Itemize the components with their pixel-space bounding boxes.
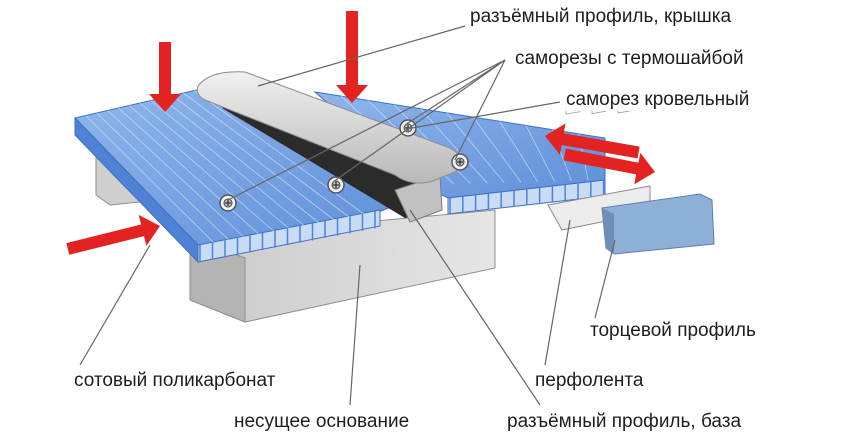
end-profile	[601, 193, 715, 255]
label-honeycomb-polycarbonate: сотовый поликарбонат	[72, 370, 278, 392]
rib-line	[107, 110, 244, 238]
polycarbonate-sheet-left	[74, 87, 410, 264]
leader-line	[349, 264, 361, 406]
leader-line	[404, 59, 506, 126]
leader-line	[454, 59, 506, 161]
leader-line	[227, 59, 506, 201]
rib-line	[161, 97, 320, 224]
leader-line	[332, 59, 506, 183]
rib-line	[183, 92, 350, 218]
force-arrow-icon	[336, 11, 368, 103]
label-base-profile: разъёмный профиль, база	[505, 411, 744, 433]
sheet-ribs-left	[85, 90, 376, 262]
leader-line	[257, 25, 466, 87]
split-profile-cap	[196, 71, 462, 184]
rib-line	[85, 115, 214, 243]
force-arrows	[66, 11, 655, 255]
leader-lines	[79, 25, 616, 406]
leader-line	[594, 239, 616, 319]
rib-line	[472, 116, 522, 183]
force-arrow-icon	[149, 42, 181, 112]
rib-line	[499, 121, 539, 183]
label-thermo-screws: саморезы с термошайбой	[513, 48, 746, 70]
leader-line	[411, 101, 561, 129]
rib-line	[128, 105, 275, 232]
leader-line	[544, 219, 571, 366]
label-roof-screw: саморез кровельный	[564, 89, 752, 111]
label-cap-profile: разъёмный профиль, крышка	[468, 6, 734, 28]
rib-line	[525, 125, 555, 182]
screw-icon	[451, 153, 469, 171]
label-support-base: несущее основание	[232, 411, 412, 433]
rib-line	[150, 100, 305, 227]
force-arrow-icon	[563, 148, 655, 185]
rib-line	[118, 107, 259, 235]
split-profile-base	[222, 103, 443, 223]
rib-line	[172, 95, 335, 221]
leader-line	[79, 244, 151, 366]
rib-line	[96, 112, 229, 240]
force-arrow-icon	[545, 123, 640, 159]
leader-line	[409, 209, 541, 406]
rib-line	[420, 108, 488, 184]
rib-line	[193, 90, 366, 216]
force-arrow-icon	[66, 214, 160, 255]
rib-line	[139, 102, 290, 229]
label-perforated-tape: перфолента	[533, 370, 646, 392]
label-end-profile: торцевой профиль	[588, 320, 758, 342]
rib-line	[446, 112, 505, 183]
